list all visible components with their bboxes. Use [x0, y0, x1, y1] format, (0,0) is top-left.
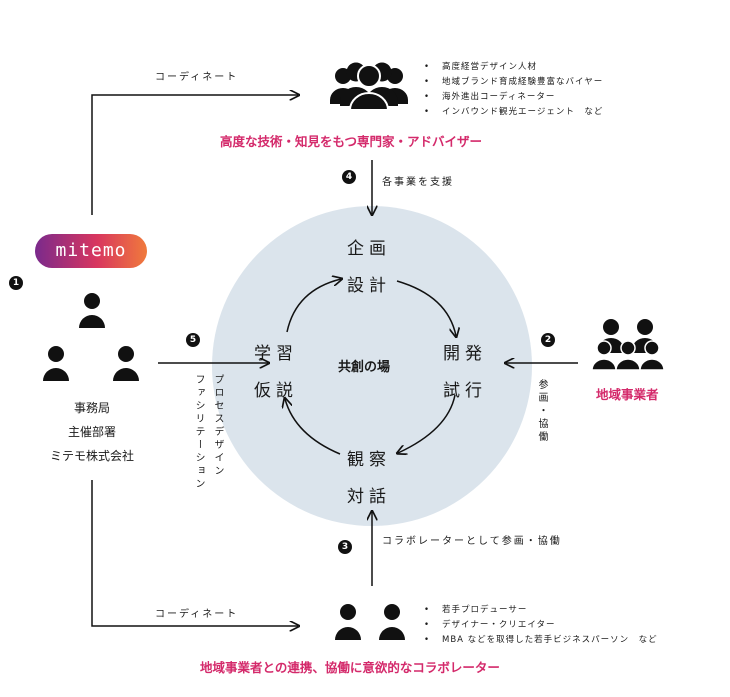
organizer-line: 主催部署 — [67, 425, 116, 439]
list-item: 若手プロデューサー — [424, 603, 658, 618]
organizer-labels: 事務局 主催部署 ミテモ株式会社 — [40, 396, 144, 468]
coordinate-bottom-line — [91, 480, 298, 626]
coordinate-top-line — [91, 95, 298, 215]
node-planning-line2: 設計 — [347, 276, 391, 296]
facilitation-label: ファシリテーション — [193, 374, 204, 491]
list-item: MBA などを取得した若手ビジネスパーソン など — [424, 633, 658, 648]
node-observation: 観察 対話 — [347, 445, 391, 507]
collaborators-people-icon — [335, 604, 405, 640]
badge-3: 3 — [338, 540, 352, 554]
list-item: 海外進出コーディネーター — [424, 90, 603, 105]
experts-list: 高度経営デザイン人材 地域ブランド育成経験豊富なバイヤー 海外進出コーディネータ… — [424, 60, 603, 120]
node-learning: 学習 仮説 — [254, 339, 298, 401]
cycle-arrow-top-right — [396, 280, 456, 336]
cycle-arrow-bottom-left — [285, 399, 341, 455]
process-design-label: プロセスデザイン — [212, 374, 223, 478]
list-item: 高度経営デザイン人材 — [424, 60, 603, 75]
node-planning-line1: 企画 — [347, 239, 391, 259]
node-observation-line2: 対話 — [347, 487, 391, 507]
badge-4: 4 — [342, 170, 356, 184]
organizer-people-icon — [43, 293, 139, 381]
participate-label: 参画・協働 — [536, 379, 547, 444]
node-development: 開発 試行 — [443, 339, 487, 401]
mitemo-logo: mitemo — [35, 234, 147, 268]
node-development-line2: 試行 — [443, 381, 487, 401]
badge-1: 1 — [9, 276, 23, 290]
node-development-line1: 開発 — [443, 344, 487, 364]
coordinate-top-label: コーディネート — [155, 72, 239, 83]
local-business-title: 地域事業者 — [596, 387, 659, 402]
cycle-arrow-bottom-right — [398, 394, 456, 453]
badge-5: 5 — [186, 333, 200, 347]
list-item: デザイナー・クリエイター — [424, 618, 658, 633]
organizer-line: 事務局 — [73, 401, 110, 415]
node-observation-line1: 観察 — [347, 450, 391, 470]
list-item: 地域ブランド育成経験豊富なバイヤー — [424, 75, 603, 90]
experts-title: 高度な技術・知見をもつ専門家・アドバイザー — [220, 134, 483, 149]
support-label: 各事業を支援 — [382, 177, 454, 188]
collab-participate-label: コラボレーターとして参画・協働 — [382, 536, 562, 547]
organizer-line: ミテモ株式会社 — [49, 449, 134, 463]
node-learning-line1: 学習 — [254, 344, 298, 364]
cycle-arrow-top-left — [286, 279, 341, 333]
node-learning-line2: 仮説 — [254, 381, 298, 401]
co-creation-center-label: 共創の場 — [338, 360, 391, 375]
badge-2: 2 — [541, 333, 555, 347]
experts-group-icon — [330, 62, 408, 111]
local-business-group-icon — [591, 319, 665, 371]
list-item: インバウンド観光エージェント など — [424, 105, 603, 120]
coordinate-bottom-label: コーディネート — [155, 609, 239, 620]
collaborators-title: 地域事業者との連携、協働に意欲的なコラボレーター — [200, 660, 500, 675]
collaborators-list: 若手プロデューサー デザイナー・クリエイター MBA などを取得した若手ビジネス… — [424, 603, 658, 648]
node-planning: 企画 設計 — [347, 234, 391, 296]
